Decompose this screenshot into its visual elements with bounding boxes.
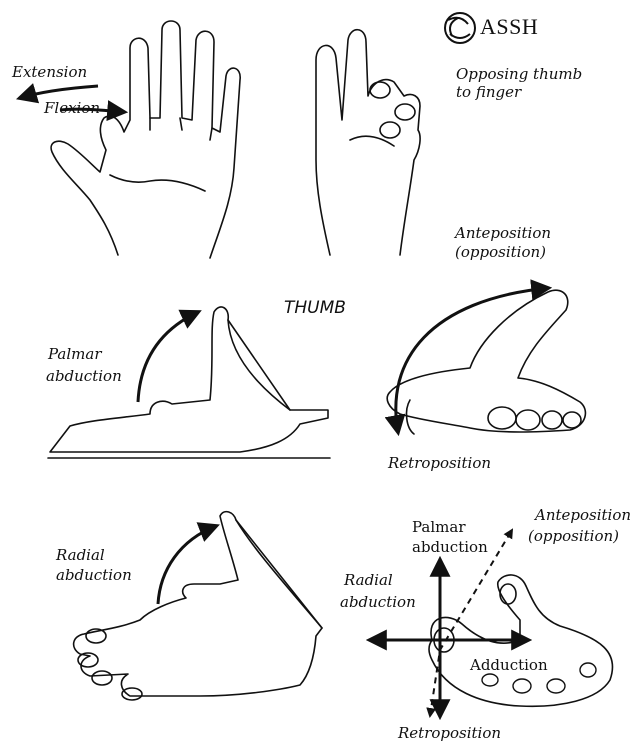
schematic-radial-label-line1: Radial [344,572,393,589]
schematic-palmar-label-line2: abduction [412,538,488,556]
flexion-label: Flexion [44,100,100,117]
palmar-abduction-label-line2: abduction [46,368,122,385]
retroposition-label: Retroposition [388,455,491,472]
schematic-radial-label-line2: abduction [340,594,416,611]
radial-abduction-label-line1: Radial [56,547,105,564]
extension-label: Extension [12,64,87,81]
anteposition-hand-illustration [387,290,585,434]
palmar-abduction-arrow [138,312,198,402]
motion-axes-schematic [370,530,613,716]
anteposition-label-line1: Anteposition [455,225,551,242]
palmar-abduction-label-line1: Palmar [48,346,102,363]
schematic-anteposition-label-line2: (opposition) [528,528,619,545]
assh-logo-text: ASSH [480,14,538,40]
schematic-retroposition-label: Retroposition [398,725,501,742]
schematic-palmar-label-line1: Palmar [412,518,466,536]
radial-abduction-hand-illustration [74,512,322,700]
radial-abduction-label-line2: abduction [56,567,132,584]
radial-abduction-arrow [158,526,216,604]
anteposition-label-line2: (opposition) [455,244,546,261]
opposing-thumb-label-line2: to finger [456,84,521,101]
schematic-anteposition-label-line1: Anteposition [535,507,631,524]
opposing-thumb-hand-illustration [316,30,420,255]
adduction-label: Adduction [470,656,548,674]
opposing-thumb-label-line1: Opposing thumb [456,66,582,83]
assh-logo-icon [445,13,475,43]
thumb-title: THUMB [284,298,346,318]
open-hand-flexion-illustration [51,21,240,258]
